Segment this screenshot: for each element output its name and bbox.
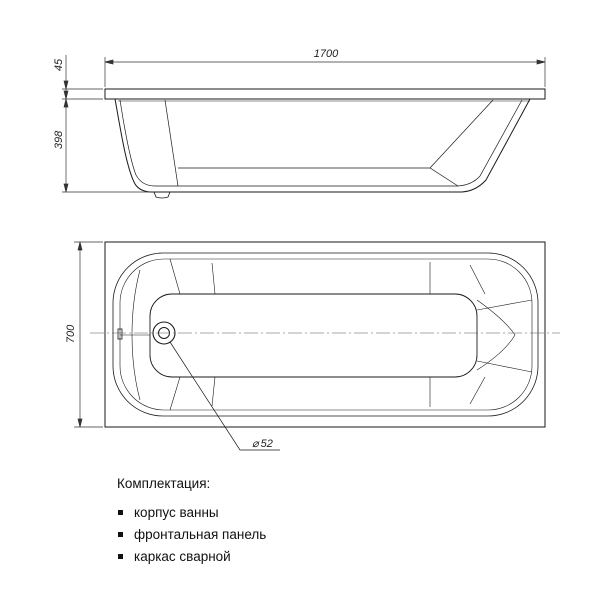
bullet-icon bbox=[118, 510, 123, 515]
top-tub-outline bbox=[112, 252, 539, 417]
side-panel-edge-left bbox=[164, 99, 179, 187]
dim-45-arrow-bottom bbox=[63, 98, 69, 108]
dim-700-arrow-bottom bbox=[77, 418, 83, 428]
top-outer-rim bbox=[104, 241, 546, 428]
kit-item-label: каркас сварной bbox=[134, 549, 231, 564]
side-view bbox=[104, 88, 546, 199]
side-rim bbox=[104, 88, 546, 100]
dim-width-label: 700 bbox=[65, 324, 77, 343]
dim-398-arrow-top bbox=[63, 90, 69, 100]
dim-1700-arrow-left bbox=[104, 59, 114, 65]
side-tub-body bbox=[114, 98, 531, 193]
list-item: фронтальная панель bbox=[117, 524, 437, 546]
drain-leader bbox=[169, 341, 280, 451]
dim-45-arrow-top bbox=[63, 80, 69, 90]
diameter-value: 52 bbox=[261, 438, 273, 450]
top-dimensions bbox=[74, 241, 103, 428]
dim-depth-label: 398 bbox=[53, 130, 65, 149]
dim-length-label: 1700 bbox=[314, 48, 339, 60]
dim-1700-arrow-right bbox=[536, 59, 546, 65]
side-panel-edge-right bbox=[429, 99, 494, 169]
side-inner-line bbox=[119, 99, 523, 187]
dim-700-arrow-top bbox=[77, 241, 83, 251]
top-facets bbox=[120, 258, 533, 411]
top-tub-inner-outline bbox=[119, 258, 533, 411]
kit-item-label: корпус ванны bbox=[134, 505, 219, 520]
dim-398-arrow-bottom bbox=[63, 183, 69, 193]
side-dimensions bbox=[62, 55, 546, 193]
dim-rim-height-label: 45 bbox=[53, 58, 65, 71]
list-item: корпус ванны bbox=[117, 502, 437, 524]
kit-item-label: фронтальная панель bbox=[134, 527, 267, 542]
top-basin bbox=[149, 293, 478, 378]
kit-list: корпус ванны фронтальная панель каркас с… bbox=[117, 502, 437, 568]
diameter-symbol: ⌀ bbox=[252, 438, 260, 450]
bullet-icon bbox=[118, 532, 123, 537]
bullet-icon bbox=[118, 554, 123, 559]
kit-section: Комплектация: корпус ванны фронтальная п… bbox=[117, 474, 437, 568]
side-drain-foot bbox=[153, 191, 171, 199]
top-overflow bbox=[117, 328, 123, 340]
dim-drain-diameter-label: ⌀52 bbox=[252, 438, 273, 450]
side-floor-line bbox=[178, 167, 459, 187]
kit-title: Комплектация: bbox=[117, 476, 211, 491]
list-item: каркас сварной bbox=[117, 546, 437, 568]
top-view bbox=[90, 241, 560, 451]
